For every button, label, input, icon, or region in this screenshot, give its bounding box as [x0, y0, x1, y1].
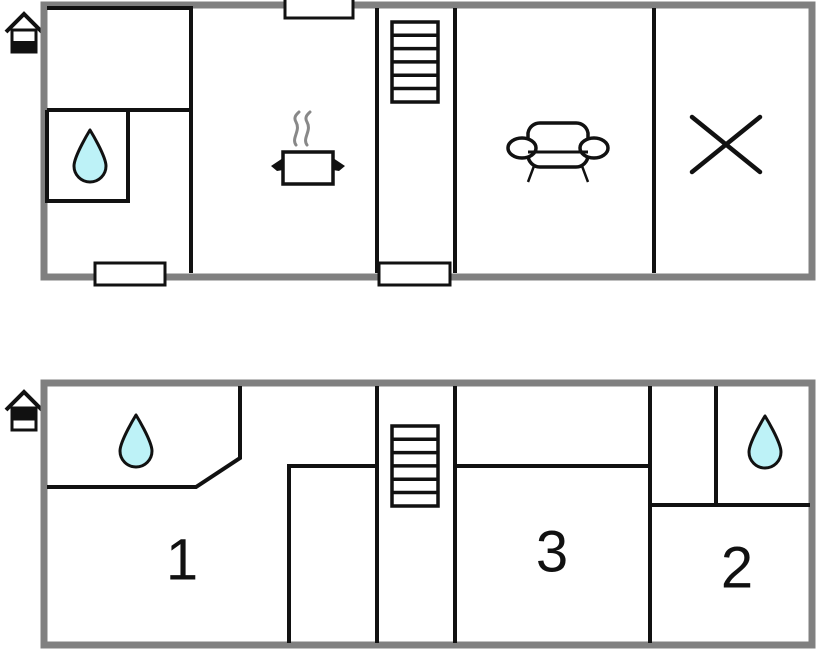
water-drop-icon — [747, 414, 783, 470]
ground-interior-walls — [47, 386, 810, 643]
window-bottom-stairhall — [377, 261, 452, 287]
room-number-2: 2 — [721, 535, 753, 600]
staircase-icon — [390, 20, 440, 104]
window-top-left — [283, 0, 355, 20]
water-drop-icon — [72, 128, 108, 184]
window-bottom-left — [93, 261, 167, 287]
cross-icon — [689, 114, 763, 175]
house-upper-floor-icon — [4, 11, 44, 54]
cooking-pot-icon — [271, 110, 345, 186]
water-drop-icon — [118, 413, 154, 469]
ground-floor-group: 1 3 2 — [4, 379, 816, 649]
upper-windows — [93, 0, 452, 287]
upper-interior-walls — [45, 6, 656, 273]
room-number-1: 1 — [166, 527, 198, 592]
ground-outer-wall — [40, 379, 816, 649]
house-ground-floor-icon — [4, 389, 44, 432]
upper-floor-group — [4, 0, 816, 287]
room-number-3: 3 — [536, 519, 568, 584]
staircase-icon — [390, 424, 440, 508]
sofa-icon — [506, 121, 610, 183]
